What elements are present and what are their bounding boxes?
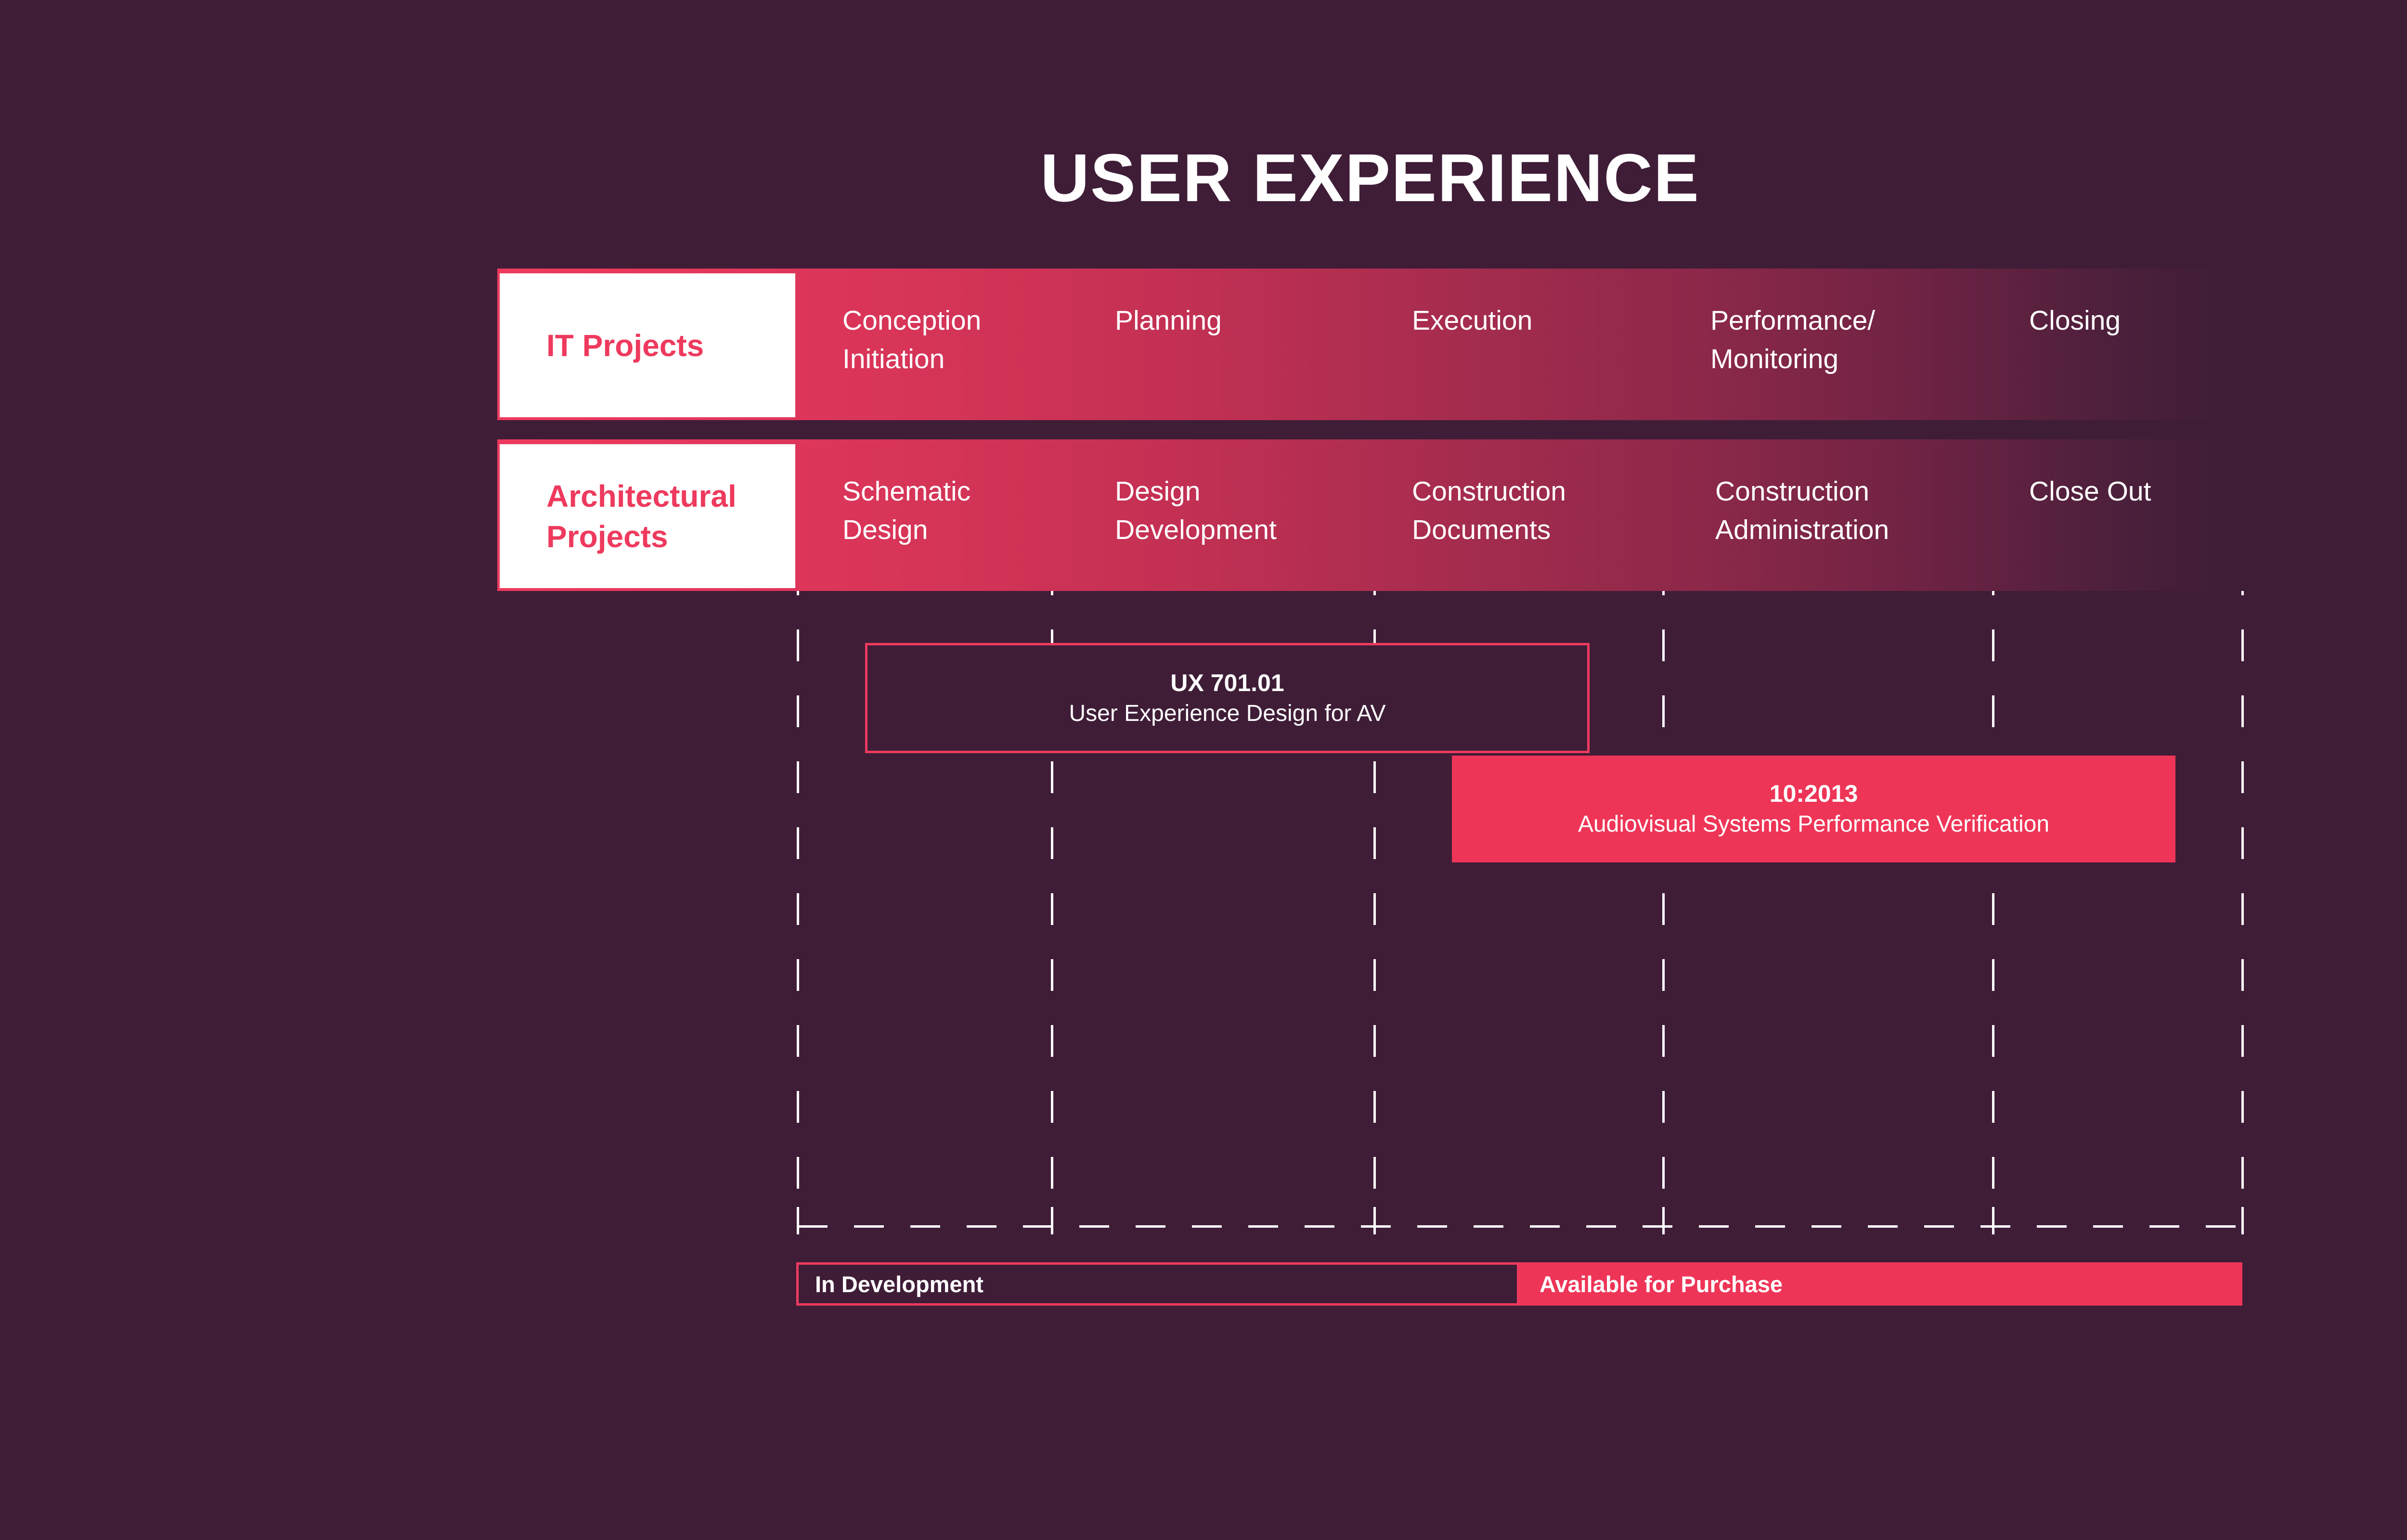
phase-label-line: Design <box>1115 476 1201 507</box>
bar-name: User Experience Design for AV <box>1069 700 1386 726</box>
phase-label-line: Design <box>842 514 928 545</box>
phase-close-out: Close Out <box>2029 472 2151 511</box>
architectural-projects-label-box: Architectural Projects <box>500 444 795 588</box>
phase-label-line: Development <box>1115 514 1277 545</box>
phase-label-line: Closing <box>2029 305 2121 336</box>
phase-closing: Closing <box>2029 301 2121 340</box>
phase-planning: Planning <box>1115 301 1222 340</box>
phase-execution: Execution <box>1412 301 1532 340</box>
timeline-gridline <box>1662 591 1665 1234</box>
phase-label-line: Initiation <box>842 344 945 374</box>
phase-schematic-design: Schematic Design <box>842 472 971 549</box>
phase-label-line: Schematic <box>842 476 971 507</box>
row-label-line: IT Projects <box>546 328 704 363</box>
bar-ux-701-01: UX 701.01 User Experience Design for AV <box>865 643 1590 753</box>
phase-construction-administration: Construction Administration <box>1715 472 1889 549</box>
timeline-baseline <box>798 1225 2245 1228</box>
phase-label-line: Monitoring <box>1710 344 1839 374</box>
bar-code: 10:2013 <box>1769 780 1858 807</box>
timeline-gridline <box>1992 591 1994 1234</box>
phase-label-line: Performance/ <box>1710 305 1876 336</box>
row-label-line: Architectural <box>546 478 737 513</box>
row-label-line: Projects <box>546 519 668 554</box>
it-projects-label-box: IT Projects <box>500 273 795 417</box>
timeline-gridline <box>797 591 799 1234</box>
phase-label-line: Documents <box>1412 514 1551 545</box>
phase-performance-monitoring: Performance/ Monitoring <box>1710 301 1875 378</box>
legend-in-development: In Development <box>796 1262 1519 1306</box>
page-title: USER EXPERIENCE <box>1040 140 1700 216</box>
phase-label-line: Administration <box>1715 514 1889 545</box>
timeline-gridline <box>1373 591 1376 1234</box>
bar-code: UX 701.01 <box>1170 669 1284 696</box>
phase-label-line: Close Out <box>2029 476 2151 507</box>
phase-label-line: Planning <box>1115 305 1222 336</box>
timeline-gridline <box>2241 591 2244 1234</box>
bar-10-2013: 10:2013 Audiovisual Systems Performance … <box>1452 756 2175 862</box>
timeline-gridline <box>1051 591 1053 1234</box>
phase-label-line: Conception <box>842 305 982 336</box>
phase-conception-initiation: Conception Initiation <box>842 301 981 378</box>
phase-construction-documents: Construction Documents <box>1412 472 1566 549</box>
phase-label-line: Construction <box>1715 476 1869 507</box>
legend-label: In Development <box>815 1271 984 1297</box>
bar-name: Audiovisual Systems Performance Verifica… <box>1578 811 2050 837</box>
legend-available-for-purchase: Available for Purchase <box>1519 1262 2242 1306</box>
legend-label: Available for Purchase <box>1540 1271 1783 1297</box>
phase-design-development: Design Development <box>1115 472 1277 549</box>
phase-label-line: Execution <box>1412 305 1533 336</box>
phase-label-line: Construction <box>1412 476 1566 507</box>
